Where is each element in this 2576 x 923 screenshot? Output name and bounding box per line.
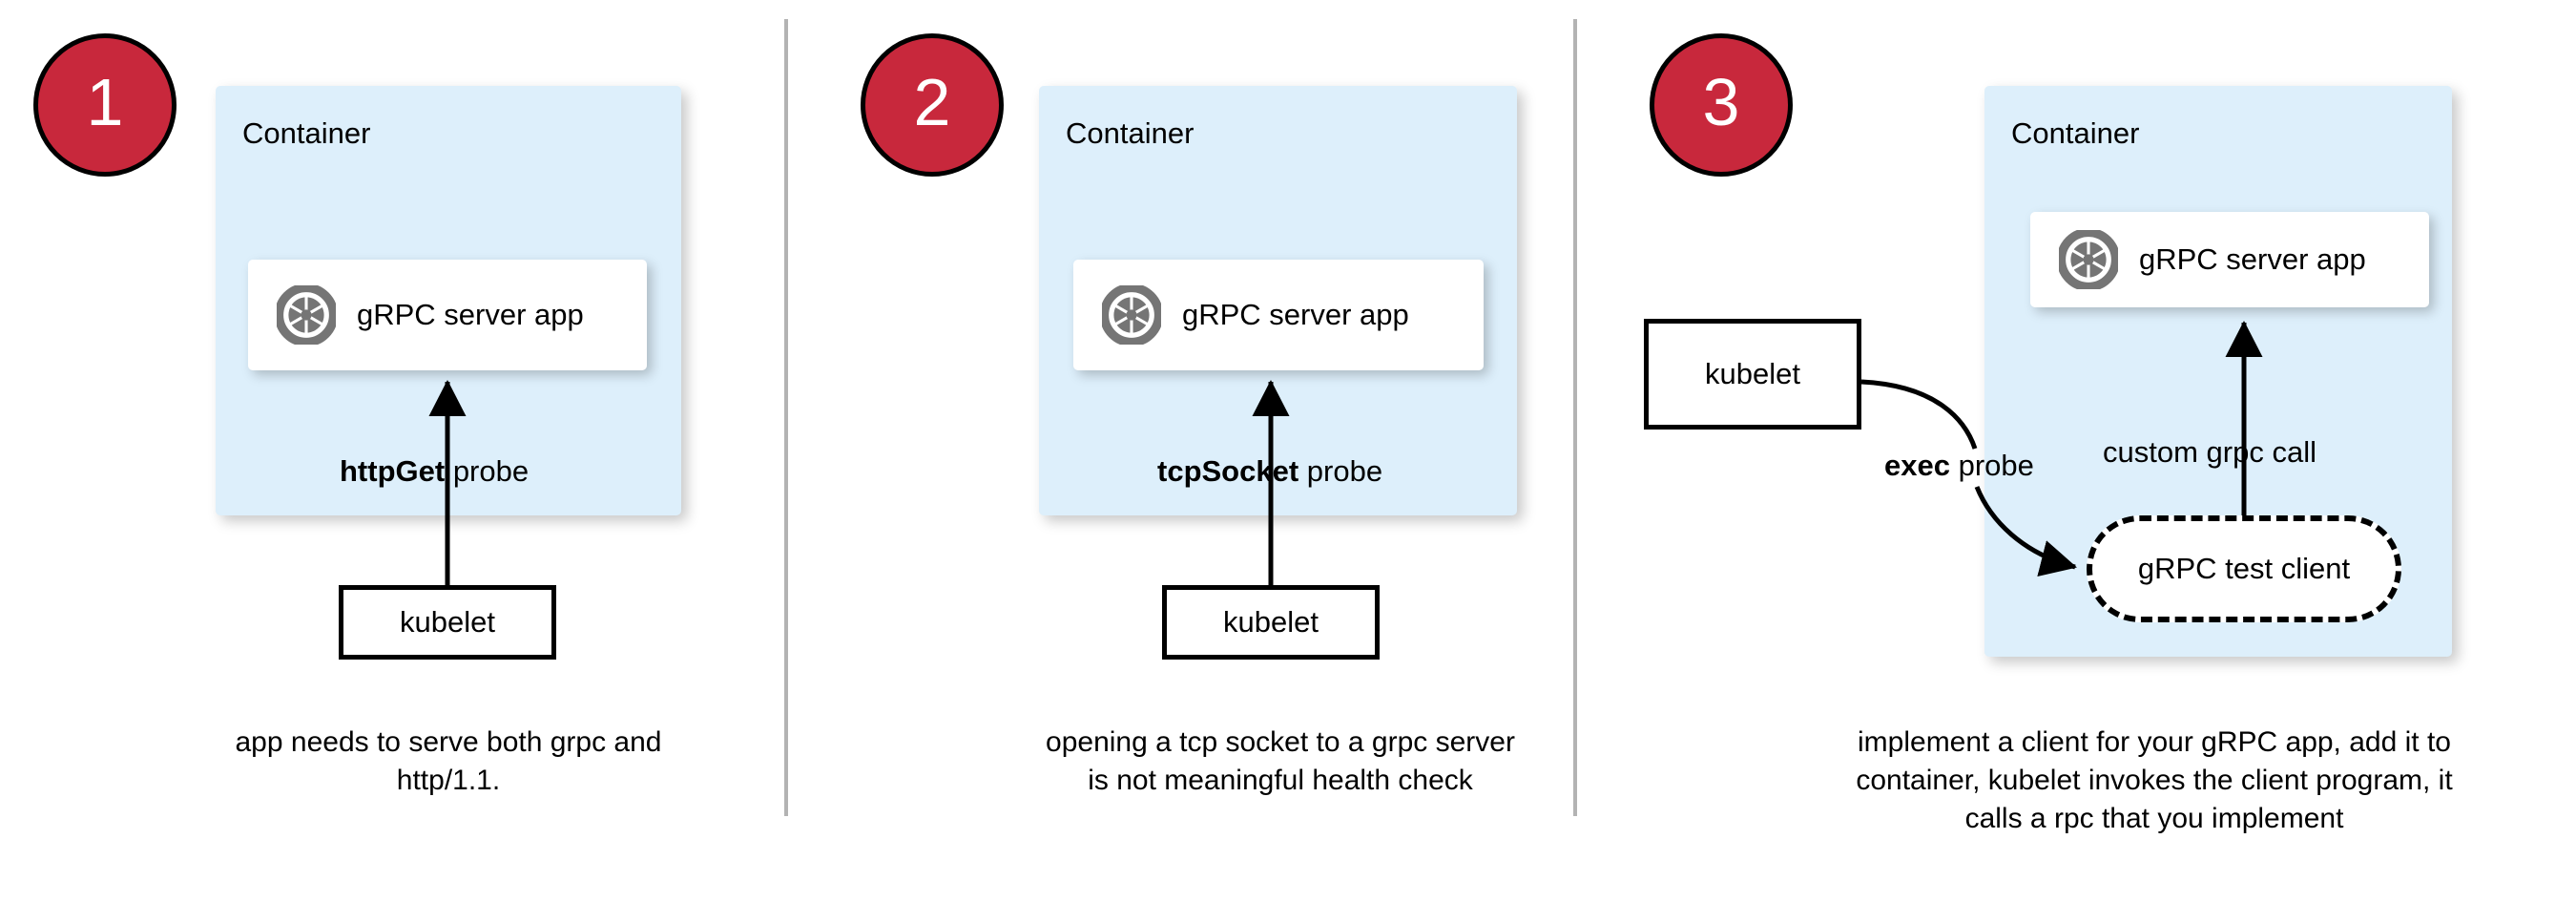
grpc-server-app-card-1: gRPC server app xyxy=(248,260,647,370)
probe-label-2-rest: probe xyxy=(1298,454,1383,488)
grpc-test-client-node: gRPC test client xyxy=(2087,515,2401,622)
custom-grpc-call-label: custom grpc call xyxy=(2103,435,2316,469)
grpc-server-app-label-3: gRPC server app xyxy=(2139,242,2366,276)
step-badge-2-number: 2 xyxy=(913,65,951,139)
container-label-2: Container xyxy=(1066,116,1195,150)
panel-divider-2 xyxy=(1573,19,1577,816)
grpc-test-client-label: gRPC test client xyxy=(2137,552,2351,585)
caption-3: implement a client for your gRPC app, ad… xyxy=(1856,726,2453,834)
kubelet-box-3: kubelet xyxy=(1644,319,1861,430)
kubelet-box-1: kubelet xyxy=(339,585,556,660)
probe-label-1-bold: httpGet xyxy=(340,454,446,488)
probe-label-1-rest: probe xyxy=(445,454,530,488)
grpc-server-app-card-2: gRPC server app xyxy=(1073,260,1484,370)
kubelet-box-2: kubelet xyxy=(1162,585,1380,660)
step-badge-3-number: 3 xyxy=(1702,65,1740,139)
step-badge-3: 3 xyxy=(1650,33,1793,177)
kubelet-label-1: kubelet xyxy=(400,605,495,639)
kubelet-label-3: kubelet xyxy=(1705,357,1800,390)
step-badge-2: 2 xyxy=(861,33,1004,177)
grpc-server-app-card-3: gRPC server app xyxy=(2030,212,2429,307)
grpc-server-app-label-2: gRPC server app xyxy=(1182,298,1409,331)
caption-1: app needs to serve both grpc and http/1.… xyxy=(235,726,662,796)
exec-probe-label: exec probe xyxy=(1884,449,2034,483)
grpc-aperture-icon xyxy=(2059,230,2118,289)
panel-divider-1 xyxy=(784,19,788,816)
step-badge-1: 1 xyxy=(33,33,177,177)
step-badge-1-number: 1 xyxy=(86,65,124,139)
probe-label-2: tcpSocket probe xyxy=(1157,454,1382,489)
container-label-3: Container xyxy=(2011,116,2140,150)
exec-probe-label-bold: exec xyxy=(1884,449,1950,482)
grpc-server-app-label-1: gRPC server app xyxy=(357,298,584,331)
exec-probe-label-rest: probe xyxy=(1949,449,2034,482)
kubelet-label-2: kubelet xyxy=(1223,605,1319,639)
probe-label-1: httpGet probe xyxy=(340,454,529,489)
container-label-1: Container xyxy=(242,116,371,150)
grpc-aperture-icon xyxy=(1102,285,1161,345)
caption-2: opening a tcp socket to a grpc server is… xyxy=(1046,726,1515,796)
probe-label-2-bold: tcpSocket xyxy=(1157,454,1299,488)
grpc-aperture-icon xyxy=(277,285,336,345)
